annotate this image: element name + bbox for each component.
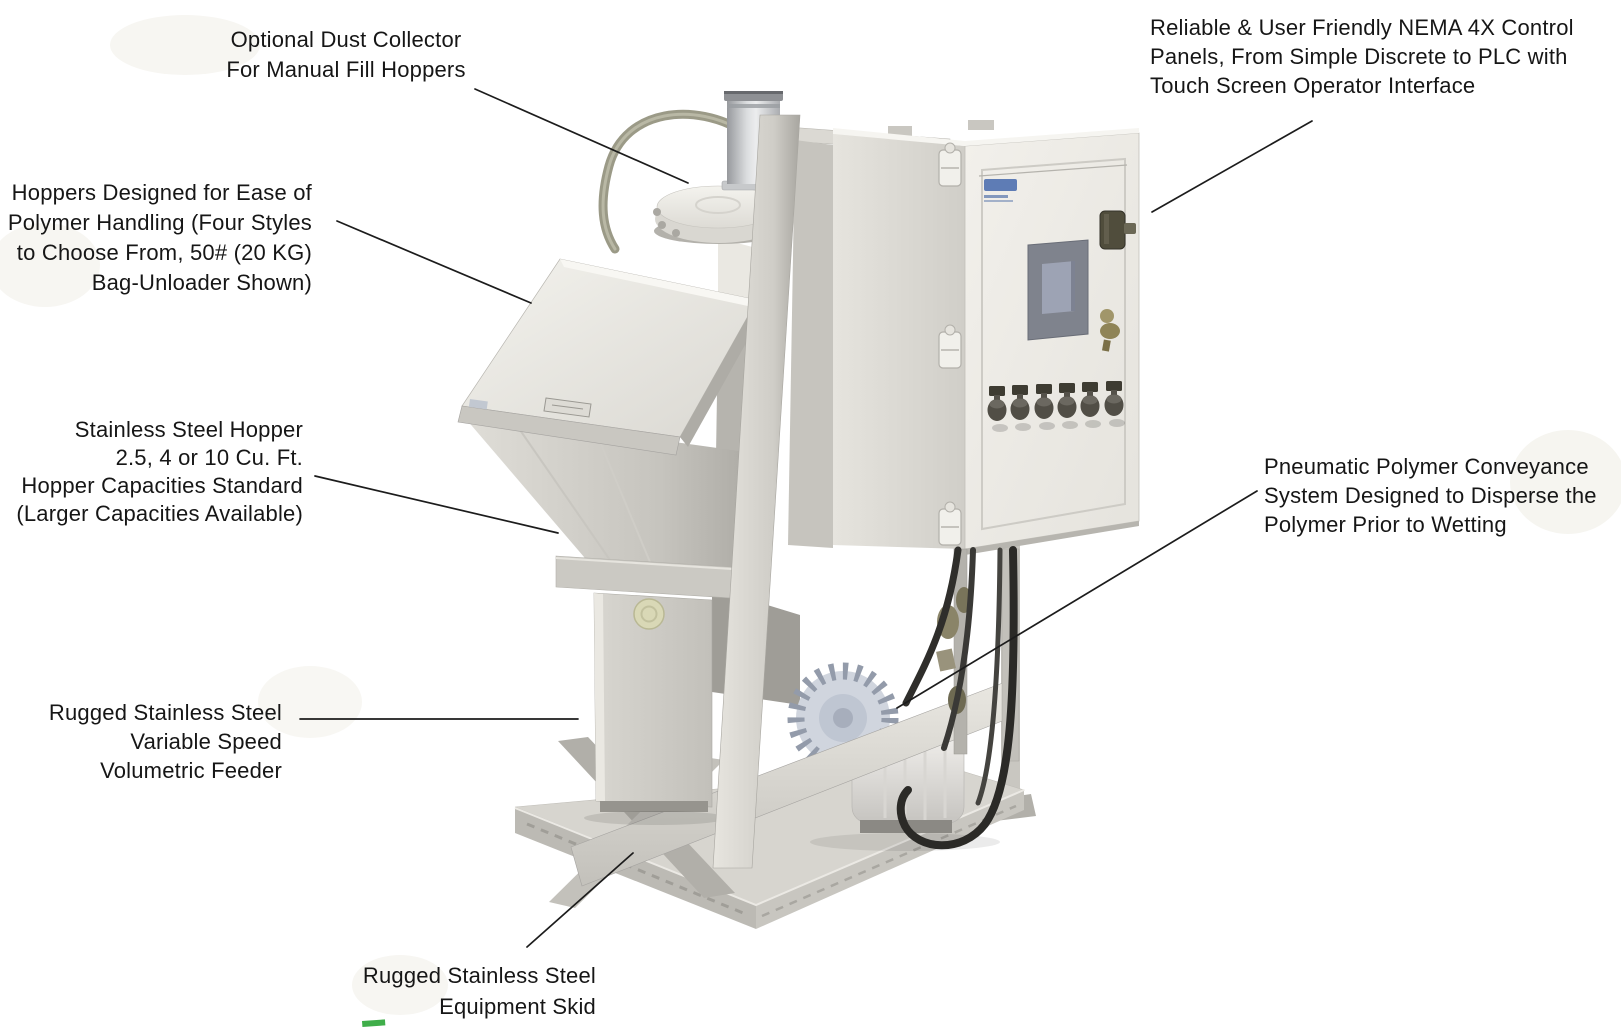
door-hinge	[938, 501, 962, 546]
door-hinge	[938, 324, 962, 369]
cables-and-conduits	[896, 546, 1020, 850]
frame-front-post	[712, 114, 801, 869]
feeder-label-sticker	[633, 598, 665, 630]
callout-dust-collector: Optional Dust Collector For Manual Fill …	[226, 27, 466, 82]
scan-artifacts	[0, 15, 1621, 1015]
machine-illustration	[0, 15, 1621, 1027]
leader-line-equipment-skid	[526, 852, 634, 948]
leader-line-dust-collector	[474, 88, 689, 184]
leader-line-pneumatic-conveyance	[896, 490, 1258, 709]
hopper-lid	[457, 258, 764, 456]
leader-line-stainless-hopper	[314, 475, 559, 534]
leader-line-hoppers	[336, 220, 532, 304]
volumetric-feeder	[584, 592, 728, 825]
touch-screen	[1027, 239, 1089, 341]
door-handle	[1099, 210, 1136, 250]
door-hinge	[938, 142, 962, 187]
control-panel	[833, 120, 1140, 555]
fill-hose	[598, 109, 749, 254]
callout-pneumatic-conveyance: Pneumatic Polymer Conveyance System Desi…	[1264, 454, 1597, 537]
leader-lines	[299, 88, 1313, 948]
callout-volumetric-feeder: Rugged Stainless Steel Variable Speed Vo…	[48, 700, 282, 783]
lid-corner-label	[468, 399, 488, 410]
scan-artifact-green	[362, 1019, 386, 1027]
brand-logo-mark	[984, 179, 1017, 202]
door-latch	[1100, 309, 1120, 352]
dust-collector-lid	[653, 185, 789, 244]
leader-line-control-panel	[1151, 120, 1313, 213]
frame-shadow	[788, 140, 833, 548]
callout-equipment-skid: Rugged Stainless Steel Equipment Skid	[362, 963, 596, 1019]
callout-stainless-hopper: Stainless Steel Hopper 2.5, 4 or 10 Cu. …	[16, 417, 303, 526]
callout-control-panel: Reliable & User Friendly NEMA 4X Control…	[1150, 15, 1574, 98]
callout-hoppers: Hoppers Designed for Ease of Polymer Han…	[7, 180, 312, 295]
